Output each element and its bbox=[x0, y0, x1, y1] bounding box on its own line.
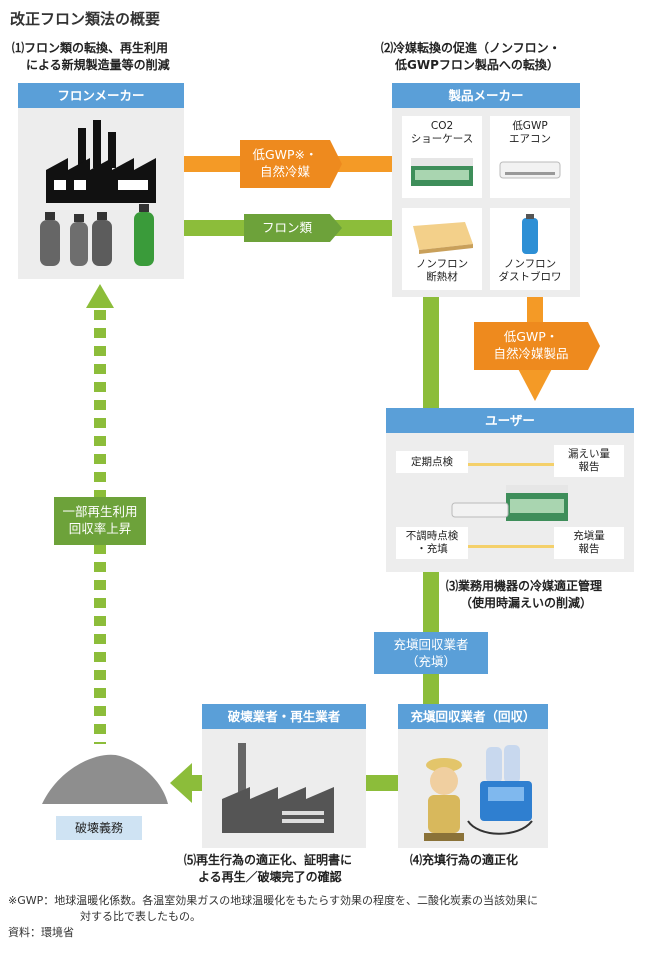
low-gwp-products-tag: 低GWP・ 自然冷媒製品 bbox=[474, 322, 588, 370]
collector-destroyer-arrow bbox=[366, 775, 398, 791]
insulation-card: ノンフロン 断熱材 bbox=[402, 208, 482, 290]
collector-box: 充塡回収業者（回収） bbox=[398, 704, 548, 848]
aircon-icon bbox=[499, 161, 561, 179]
recycling-plant-icon bbox=[222, 743, 334, 833]
periodic-inspection: 定期点検 bbox=[396, 451, 468, 473]
duster-line1: ノンフロン bbox=[503, 258, 557, 270]
section-1-line1: ⑴フロン類の転換、再生利用 bbox=[12, 41, 169, 55]
low-gwp-products-line2: 自然冷媒製品 bbox=[493, 346, 569, 361]
freon-arrow-head-icon bbox=[330, 214, 342, 242]
fill-report: 充塡量 報告 bbox=[554, 527, 624, 559]
irregular-line2: ・充填 bbox=[416, 543, 448, 555]
section-2-caption: ⑵冷媒転換の促進（ノンフロン・ 低GWPフロン製品への転換） bbox=[381, 40, 561, 74]
section-3-line2: （使用時漏えいの削減） bbox=[460, 596, 593, 610]
co2-label: CO2 bbox=[430, 120, 454, 132]
section-5-caption: ⑸再生行為の適正化、証明書に よる再生／破壊完了の確認 bbox=[184, 852, 352, 886]
insulation-line2: 断熱材 bbox=[426, 271, 458, 283]
section-3-caption: ⑶業務用機器の冷媒適正管理 （使用時漏えいの削減） bbox=[446, 578, 602, 612]
low-gwp-tag-line2: 自然冷媒 bbox=[259, 164, 310, 179]
collector-header: 充塡回収業者（回収） bbox=[398, 704, 548, 729]
section-5-line2: よる再生／破壊完了の確認 bbox=[198, 870, 342, 884]
user-header: ユーザー bbox=[386, 408, 634, 433]
duster-can-icon bbox=[522, 214, 538, 254]
freon-tag: フロン類 bbox=[244, 214, 330, 242]
low-gwp-tag: 低GWP※・ 自然冷媒 bbox=[240, 140, 330, 188]
section-4-caption: ⑷充填行為の適正化 bbox=[410, 853, 519, 867]
irregular-line1: 不調時点検 bbox=[405, 530, 459, 542]
filler-tag-line1: 充塡回収業者 bbox=[393, 637, 469, 652]
page-title: 改正フロン類法の概要 bbox=[10, 10, 161, 28]
destroyer-header: 破壊業者・再生業者 bbox=[202, 704, 366, 729]
section-5-line1: ⑸再生行為の適正化、証明書に bbox=[184, 853, 353, 867]
user-box: ユーザー 定期点検 漏えい量 報告 不調時点検 ・充填 充塡量 報告 bbox=[386, 408, 634, 572]
user-frame-lines bbox=[444, 463, 579, 548]
low-gwp-tag-line1: 低GWP※・ bbox=[252, 147, 318, 162]
gravel-pile-icon bbox=[42, 754, 168, 804]
section-3-line1: ⑶業務用機器の冷媒適正管理 bbox=[446, 579, 603, 593]
recycle-tag: 一部再生利用 回収率上昇 bbox=[54, 497, 146, 545]
duster-line2: ダストブロワ bbox=[498, 271, 562, 283]
low-gwp-arrow-head-icon bbox=[330, 140, 342, 188]
duster-card: ノンフロン ダストブロワ bbox=[490, 208, 570, 290]
gwp-footnote-cont: 対する比で表したもの。 bbox=[80, 910, 201, 923]
fill-report-line2: 報告 bbox=[578, 543, 600, 555]
aircon-card: 低GWP エアコン bbox=[490, 116, 570, 198]
aircon-label: エアコン bbox=[509, 133, 551, 145]
filler-tag: 充塡回収業者 （充塡） bbox=[374, 632, 488, 674]
leak-report: 漏えい量 報告 bbox=[554, 445, 624, 477]
fill-report-line1: 充塡量 bbox=[573, 530, 605, 542]
aircon-gwp-label: 低GWP bbox=[512, 120, 548, 132]
section-1-line2: による新規製造量等の削減 bbox=[26, 58, 170, 72]
down-arrow-icon bbox=[515, 363, 555, 401]
left-arrow-icon bbox=[170, 763, 192, 803]
section-1-caption: ⑴フロン類の転換、再生利用 による新規製造量等の削減 bbox=[12, 40, 170, 74]
filler-tag-line2: （充塡） bbox=[405, 654, 456, 669]
co2-showcase-card: CO2 ショーケース bbox=[402, 116, 482, 198]
low-gwp-products-line1: 低GWP・ bbox=[503, 329, 559, 344]
product-maker-box: 製品メーカー CO2 ショーケース 低GWP エアコン ノンフロン bbox=[392, 83, 580, 297]
section-2-line1: ⑵冷媒転換の促進（ノンフロン・ bbox=[381, 41, 561, 55]
gwp-footnote: ※GWP：地球温暖化係数。各温室効果ガスの地球温暖化をもたらす効果の程度を、二酸… bbox=[8, 894, 539, 907]
showcase-icon bbox=[411, 158, 473, 186]
freon-maker-header: フロンメーカー bbox=[18, 83, 184, 108]
leak-report-line2: 報告 bbox=[578, 461, 600, 473]
source-note: 資料：環境省 bbox=[8, 926, 74, 939]
product-maker-header: 製品メーカー bbox=[392, 83, 580, 108]
recycle-tag-line2: 回収率上昇 bbox=[68, 521, 132, 536]
factory-cylinders-icon bbox=[40, 120, 156, 266]
worker-recovery-icon bbox=[424, 745, 533, 841]
insulation-icon bbox=[413, 222, 473, 254]
irregular-inspection: 不調時点検 ・充填 bbox=[396, 527, 468, 559]
section-2-line2: 低GWPフロン製品への転換） bbox=[395, 58, 559, 72]
destroyer-pile-arrow-shaft bbox=[190, 775, 202, 791]
maker-user-line bbox=[423, 297, 439, 408]
freon-maker-box: フロンメーカー bbox=[18, 83, 184, 279]
low-gwp-products-head-icon bbox=[588, 322, 600, 370]
recycle-tag-line1: 一部再生利用 bbox=[62, 504, 138, 519]
destruction-duty-label: 破壊義務 bbox=[56, 816, 142, 840]
footnote-block: ※GWP：地球温暖化係数。各温室効果ガスの地球温暖化をもたらす効果の程度を、二酸… bbox=[8, 893, 644, 941]
leak-report-line1: 漏えい量 bbox=[568, 448, 610, 460]
insulation-line1: ノンフロン bbox=[415, 258, 469, 270]
destroyer-box: 破壊業者・再生業者 bbox=[202, 704, 366, 848]
showcase-label: ショーケース bbox=[410, 133, 474, 145]
